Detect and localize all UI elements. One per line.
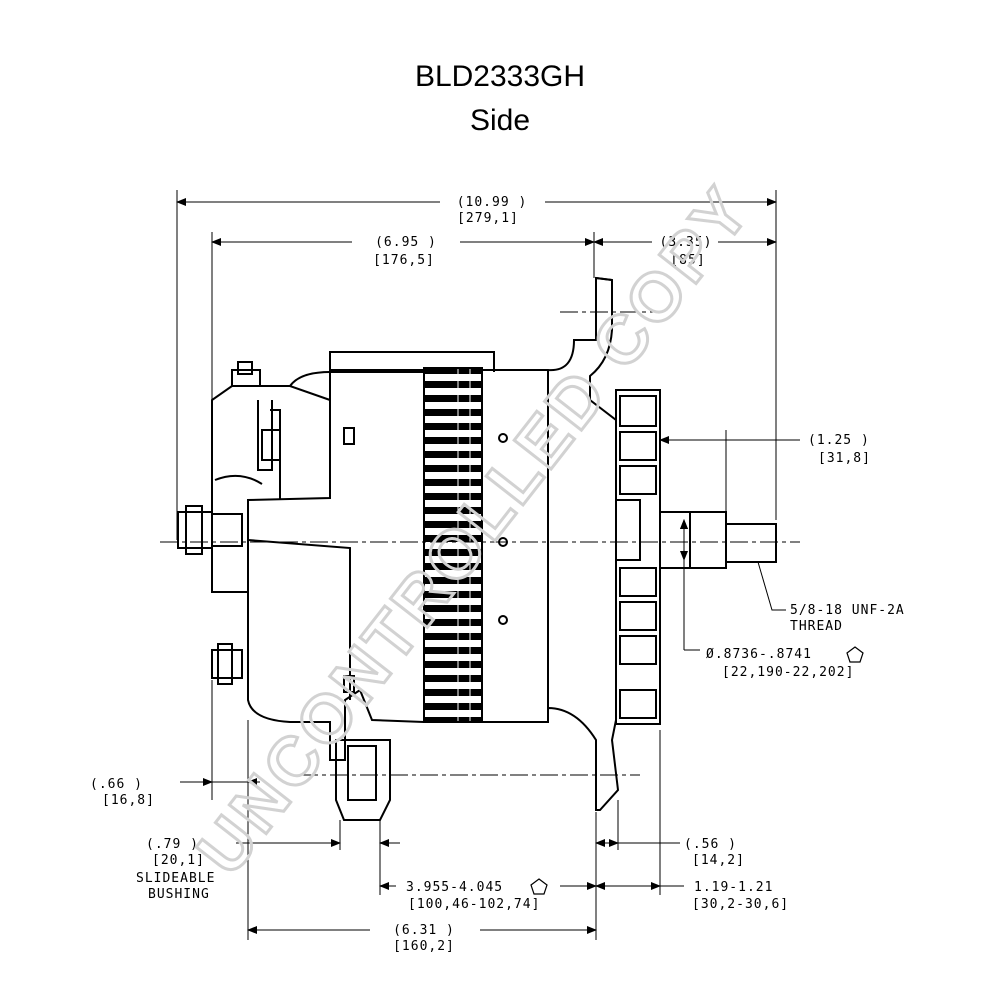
shaft-extension-inch: (1.25 ) [808, 433, 870, 448]
watermark-text: UNCONTROLLED COPY [183, 172, 766, 889]
shaft-extension-mm: [31,8] [818, 451, 871, 466]
flange-thickness-inch: (.56 ) [684, 837, 737, 852]
overall-length-mm: [279,1] [457, 211, 519, 226]
thread-spec: 5/8-18 UNF-2A [790, 603, 905, 618]
body-length-inch: (6.95 ) [375, 235, 437, 250]
dimension-labels: (10.99 ) [279,1] (6.95 ) [176,5] (3.35) … [90, 195, 905, 954]
thread-label: THREAD [790, 619, 843, 634]
base-length-mm: [160,2] [393, 939, 455, 954]
front-extension-inch: (3.35) [660, 235, 713, 250]
thread-leader [757, 561, 786, 611]
bushing-width-inch: (.79 ) [146, 837, 199, 852]
body-length-mm: [176,5] [373, 253, 435, 268]
mount-spacing-inch: 3.955-4.045 [406, 880, 503, 895]
bushing-note-line1: SLIDEABLE [136, 871, 215, 886]
rear-offset-inch: (.66 ) [90, 777, 143, 792]
drawing-title: BLD2333GH [414, 60, 586, 93]
pentagon-icon [530, 878, 548, 895]
pentagon-icon [846, 646, 864, 663]
dimension-arrows [176, 198, 800, 934]
drawing-view-label: Side [469, 104, 531, 137]
overall-length-inch: (10.99 ) [457, 195, 528, 210]
centerlines [160, 311, 800, 776]
shaft-diameter-mm: [22,190-22,202] [722, 665, 854, 680]
shaft-diameter-inch: Ø.8736-.8741 [706, 647, 812, 662]
mount-spacing-mm: [100,46-102,74] [408, 897, 540, 912]
bushing-note-line2: BUSHING [148, 887, 210, 902]
inspection-symbols [530, 646, 864, 895]
bushing-width-mm: [20,1] [152, 853, 205, 868]
rear-offset-mm: [16,8] [102, 793, 155, 808]
front-extension-mm: [85] [670, 253, 705, 268]
base-length-inch: (6.31 ) [393, 923, 455, 938]
mount-to-fan-mm: [30,2-30,6] [692, 897, 789, 912]
alternator-outline [177, 276, 777, 821]
mount-to-fan-inch: 1.19-1.21 [694, 880, 773, 895]
flange-thickness-mm: [14,2] [692, 853, 745, 868]
